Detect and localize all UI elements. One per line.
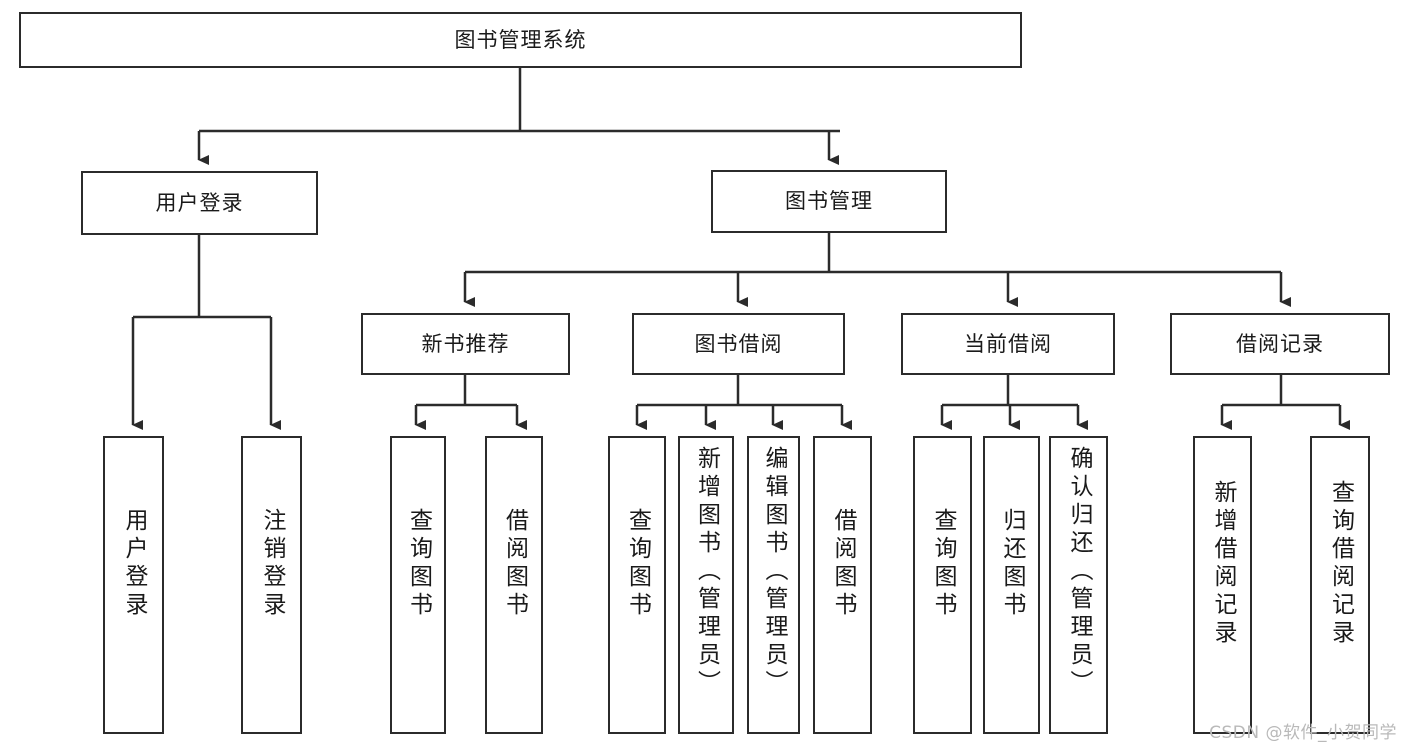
node-leaf-query-record-label: 查询借阅记录 [1327, 480, 1354, 648]
node-leaf-borrow-book-2-label: 借阅图书 [830, 508, 856, 620]
node-leaf-edit-book-label: 编辑图书（管理员） [761, 446, 787, 698]
node-leaf-logout-login-label: 注销登录 [259, 508, 285, 620]
node-user-login[interactable]: 用户登录 [81, 171, 318, 235]
node-leaf-query-book-1[interactable]: 查询图书 [390, 436, 446, 734]
node-leaf-query-book-2[interactable]: 查询图书 [608, 436, 666, 734]
node-borrow-record-label: 借阅记录 [1236, 331, 1324, 356]
node-leaf-query-book-2-label: 查询图书 [624, 508, 651, 620]
node-book-borrow[interactable]: 图书借阅 [632, 313, 845, 375]
node-current-borrow[interactable]: 当前借阅 [901, 313, 1115, 375]
node-borrow-record[interactable]: 借阅记录 [1170, 313, 1390, 375]
node-leaf-add-book-label: 新增图书（管理员） [693, 446, 720, 698]
node-leaf-return-book[interactable]: 归还图书 [983, 436, 1040, 734]
node-user-login-label: 用户登录 [155, 190, 244, 215]
node-leaf-query-book-3-label: 查询图书 [930, 508, 956, 620]
node-leaf-edit-book[interactable]: 编辑图书（管理员） [747, 436, 800, 734]
node-leaf-user-login-label: 用户登录 [121, 508, 147, 620]
watermark: CSDN @软件_小贺同学 [1209, 723, 1397, 743]
node-leaf-borrow-book-1[interactable]: 借阅图书 [485, 436, 543, 734]
node-book-manage-label: 图书管理 [785, 189, 873, 214]
node-leaf-query-book-3[interactable]: 查询图书 [913, 436, 972, 734]
node-leaf-user-login[interactable]: 用户登录 [103, 436, 164, 734]
node-leaf-logout-login[interactable]: 注销登录 [241, 436, 302, 734]
node-current-borrow-label: 当前借阅 [964, 331, 1052, 356]
node-leaf-borrow-book-2[interactable]: 借阅图书 [813, 436, 872, 734]
node-leaf-confirm-return-label: 确认归还（管理员） [1066, 446, 1092, 698]
node-new-book-recommend-label: 新书推荐 [421, 331, 510, 356]
node-root-label: 图书管理系统 [454, 27, 587, 52]
node-leaf-return-book-label: 归还图书 [999, 508, 1025, 620]
node-leaf-borrow-book-1-label: 借阅图书 [501, 508, 528, 620]
node-leaf-confirm-return[interactable]: 确认归还（管理员） [1049, 436, 1108, 734]
node-leaf-query-record[interactable]: 查询借阅记录 [1310, 436, 1370, 734]
node-new-book-recommend[interactable]: 新书推荐 [361, 313, 570, 375]
node-book-manage[interactable]: 图书管理 [711, 170, 947, 233]
node-book-borrow-label: 图书借阅 [694, 331, 783, 356]
node-leaf-query-book-1-label: 查询图书 [405, 508, 432, 620]
node-leaf-add-record-label: 新增借阅记录 [1210, 480, 1236, 648]
node-leaf-add-book[interactable]: 新增图书（管理员） [678, 436, 734, 734]
node-root[interactable]: 图书管理系统 [19, 12, 1022, 68]
node-leaf-add-record[interactable]: 新增借阅记录 [1193, 436, 1252, 734]
